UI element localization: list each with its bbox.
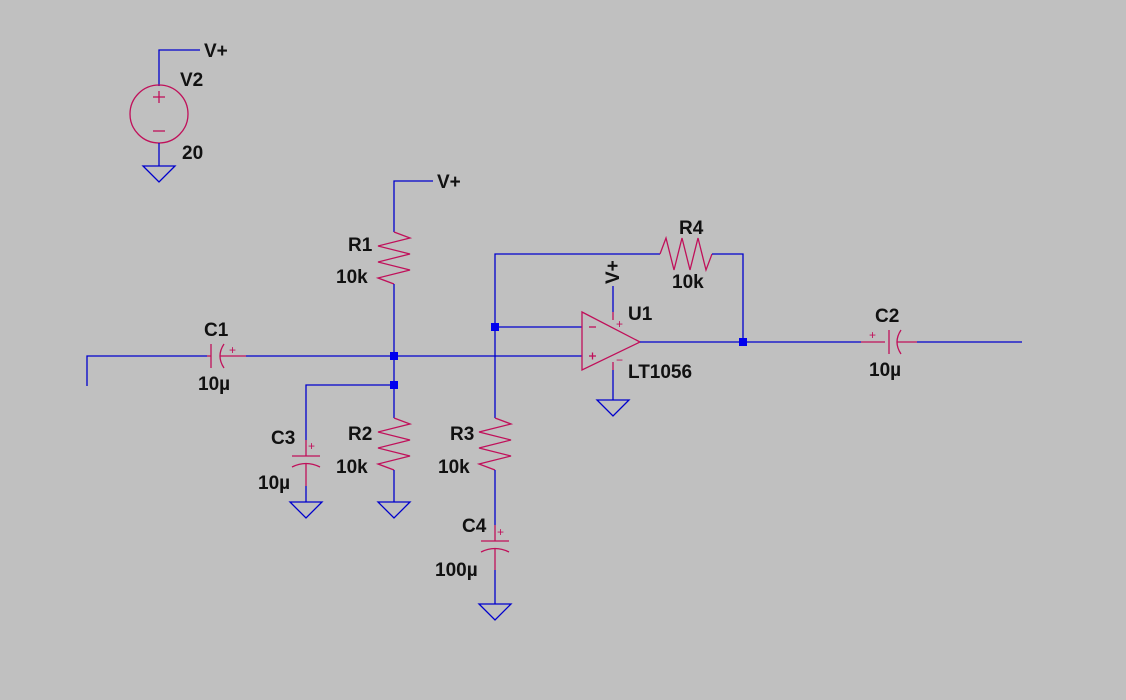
- capacitor-c2[interactable]: +: [861, 328, 917, 355]
- r3-name-label: R3: [450, 424, 474, 445]
- c1-name-label: C1: [204, 320, 229, 341]
- c2-value-label: 10µ: [869, 360, 901, 381]
- resistor-r1[interactable]: [375, 231, 413, 285]
- wire-c3: [305, 384, 394, 440]
- u1-name-label: U1: [628, 304, 653, 325]
- wire-r1-vplus: [393, 180, 433, 232]
- u1-vee-pin-sign: −: [616, 353, 623, 367]
- resistor-r4[interactable]: [659, 235, 713, 273]
- c4-name-label: C4: [462, 516, 487, 537]
- voltage-source-v2[interactable]: [129, 49, 200, 166]
- r2-name-label: R2: [348, 424, 372, 445]
- c2-name-label: C2: [875, 306, 899, 327]
- resistor-r3[interactable]: [476, 417, 514, 471]
- r1-name-label: R1: [348, 235, 373, 256]
- r2-value-label: 10k: [336, 457, 368, 478]
- capacitor-c4[interactable]: +: [480, 525, 510, 570]
- ground-symbol: [376, 501, 412, 519]
- c2-plus-sign: +: [869, 328, 876, 342]
- r1-value-label: 10k: [336, 267, 368, 288]
- ground-symbol: [595, 399, 631, 417]
- resistor-r2[interactable]: [375, 417, 413, 471]
- junction-dot: [390, 352, 398, 360]
- opamp-u1[interactable]: [581, 310, 642, 372]
- c1-value-label: 10µ: [198, 374, 230, 395]
- c1-plus-sign: +: [229, 343, 236, 357]
- c4-value-label: 100µ: [435, 560, 478, 581]
- capacitor-c3[interactable]: +: [291, 439, 321, 486]
- c4-plus-sign: +: [497, 525, 504, 539]
- capacitor-c1[interactable]: +: [207, 343, 246, 369]
- c3-value-label: 10µ: [258, 473, 290, 494]
- c3-name-label: C3: [271, 428, 295, 449]
- net-label-vplus: V+: [603, 260, 624, 284]
- junction-dot: [390, 381, 398, 389]
- v2-value-label: 20: [182, 143, 203, 164]
- wire-feedback-right: [712, 253, 744, 342]
- r3-value-label: 10k: [438, 457, 470, 478]
- net-label-vplus: V+: [437, 172, 461, 193]
- v2-name-label: V2: [180, 70, 203, 91]
- net-label-vplus: V+: [204, 41, 228, 62]
- wire-feedback-left: [494, 253, 660, 418]
- ground-symbol: [288, 501, 324, 519]
- junction-dot: [491, 323, 499, 331]
- u1-value-label: LT1056: [628, 362, 692, 383]
- r4-name-label: R4: [679, 218, 704, 239]
- ground-symbol: [477, 603, 513, 621]
- r4-value-label: 10k: [672, 272, 704, 293]
- wire-input: [86, 355, 207, 386]
- junction-dot: [739, 338, 747, 346]
- ground-symbol: [141, 165, 177, 183]
- c3-plus-sign: +: [308, 439, 315, 453]
- u1-vcc-pin-sign: +: [616, 317, 623, 331]
